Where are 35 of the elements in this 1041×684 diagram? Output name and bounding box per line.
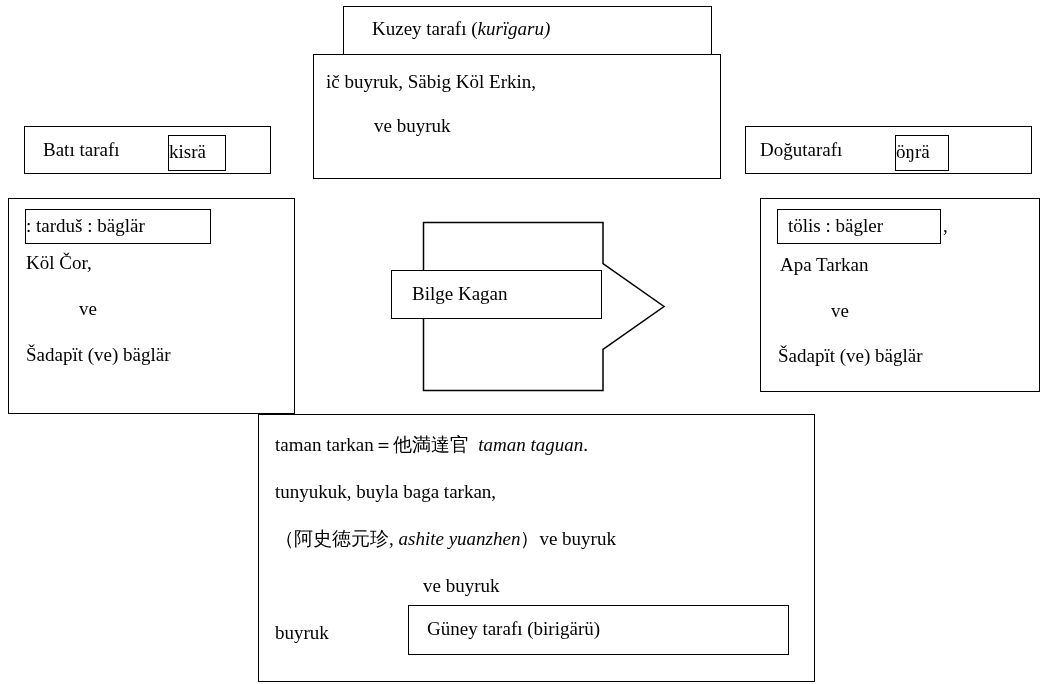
box-text: Šadapït (ve) bäglär bbox=[26, 344, 171, 366]
text-box bbox=[8, 198, 295, 414]
box-text: ve buyruk bbox=[374, 115, 451, 137]
text-box bbox=[24, 126, 271, 174]
text-box bbox=[25, 209, 211, 244]
box-text: Batı tarafı bbox=[43, 139, 120, 161]
box-text: : tarduš : bäglär bbox=[26, 215, 145, 237]
text-box bbox=[895, 135, 949, 171]
box-text: ve buyruk bbox=[423, 575, 500, 597]
text-box bbox=[168, 135, 226, 171]
box-text: Güney tarafı (birigärü) bbox=[427, 618, 601, 640]
text-box bbox=[391, 270, 602, 319]
beside-text: , bbox=[943, 215, 948, 237]
box-text: öŋrä bbox=[896, 141, 930, 163]
box-text: Bilge Kagan bbox=[412, 283, 508, 305]
text-box bbox=[313, 54, 721, 179]
text-box bbox=[745, 126, 1032, 174]
box-text: Šadapït (ve) bäglär bbox=[778, 345, 923, 367]
box-text: buyruk bbox=[275, 622, 329, 644]
box-text: tunyukuk, buyla baga tarkan, bbox=[275, 481, 497, 503]
box-text: Köl Čor, bbox=[26, 252, 92, 274]
box-text: ve bbox=[831, 300, 849, 322]
text-box bbox=[760, 198, 1040, 392]
box-text: （阿史徳元珍, ashite yuanzhen）ve buyruk bbox=[275, 528, 616, 550]
box-text: kisrä bbox=[169, 141, 206, 163]
box-text: Kuzey tarafı (kurïgaru) bbox=[372, 18, 551, 40]
text-box bbox=[408, 605, 789, 655]
box-text: Apa Tarkan bbox=[780, 254, 869, 276]
box-text: ič buyruk, Säbig Köl Erkin, bbox=[326, 71, 537, 93]
text-box bbox=[343, 6, 712, 55]
box-text: Doğutarafı bbox=[760, 139, 843, 161]
box-text: ve bbox=[79, 298, 97, 320]
text-box bbox=[258, 414, 815, 682]
box-text: taman tarkan＝他満達官 taman taguan. bbox=[275, 434, 588, 456]
box-text: tölis : bägler bbox=[788, 215, 883, 237]
